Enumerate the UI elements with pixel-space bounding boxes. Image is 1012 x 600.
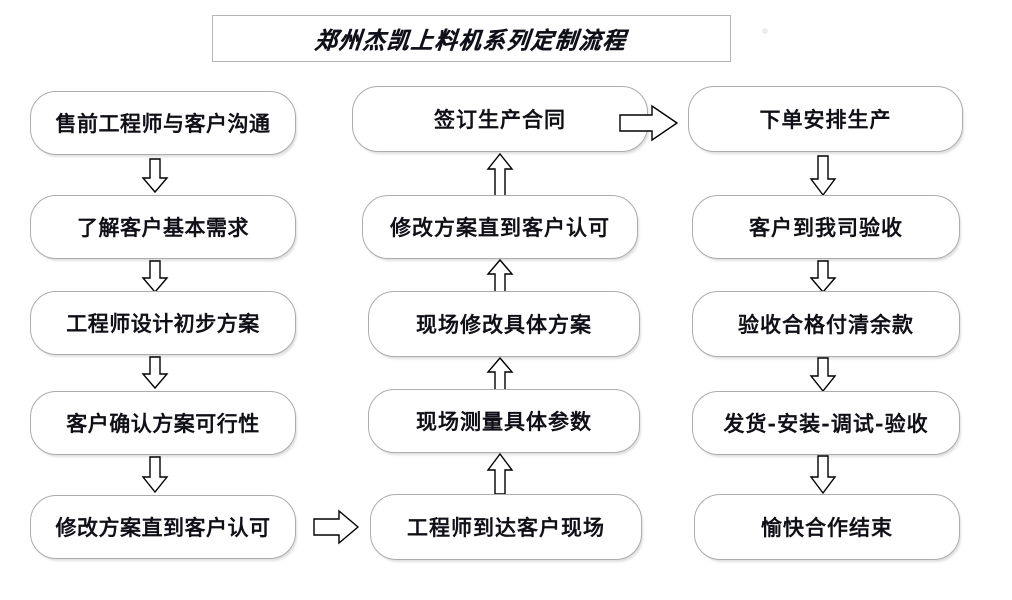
arrow-down-right-2	[808, 260, 838, 294]
arrow-down-left-2	[140, 260, 170, 294]
node-left-4[interactable]: 客户确认方案可行性	[30, 391, 296, 455]
node-right-3[interactable]: 验收合格付清余款	[692, 291, 960, 357]
node-label: 修改方案直到客户认可	[390, 214, 610, 240]
node-middle-4[interactable]: 现场测量具体参数	[368, 389, 640, 453]
node-middle-5[interactable]: 工程师到达客户现场	[370, 494, 642, 560]
node-middle-3[interactable]: 现场修改具体方案	[368, 291, 640, 357]
title-banner: 郑州杰凯上料机系列定制流程	[212, 15, 731, 62]
node-label: 愉快合作结束	[761, 514, 893, 540]
node-label: 客户确认方案可行性	[66, 410, 260, 436]
node-label: 签订生产合同	[434, 106, 566, 132]
node-label: 修改方案直到客户认可	[55, 514, 271, 540]
arrow-up-middle-3	[485, 356, 515, 392]
node-middle-1[interactable]: 签订生产合同	[352, 86, 648, 152]
node-label: 工程师到达客户现场	[407, 514, 605, 540]
watermark-dot	[762, 28, 768, 34]
arrow-down-right-1	[808, 155, 838, 197]
arrow-right-left-to-middle	[313, 508, 361, 546]
node-label: 了解客户基本需求	[77, 214, 249, 240]
node-label: 现场修改具体方案	[416, 311, 592, 337]
arrow-down-left-4	[140, 456, 170, 494]
node-right-4[interactable]: 发货-安装-调试-验收	[692, 391, 960, 455]
node-left-2[interactable]: 了解客户基本需求	[30, 195, 296, 259]
node-label: 发货-安装-调试-验收	[723, 410, 929, 436]
node-label: 工程师设计初步方案	[66, 310, 260, 336]
node-label: 验收合格付清余款	[738, 311, 914, 337]
node-right-5[interactable]: 愉快合作结束	[694, 494, 960, 560]
arrow-up-middle-1	[485, 152, 515, 198]
node-right-1[interactable]: 下单安排生产	[688, 86, 963, 152]
page-title: 郑州杰凯上料机系列定制流程	[313, 26, 629, 55]
arrow-down-right-3	[808, 357, 838, 393]
node-right-2[interactable]: 客户到我司验收	[692, 195, 960, 259]
arrow-down-right-4	[808, 455, 838, 495]
arrow-right-middle-to-right	[618, 103, 680, 143]
node-label: 客户到我司验收	[749, 214, 903, 240]
arrow-down-left-3	[140, 356, 170, 390]
node-label: 现场测量具体参数	[416, 408, 592, 434]
node-label: 下单安排生产	[759, 106, 892, 132]
arrow-up-middle-4	[485, 452, 515, 496]
node-middle-2[interactable]: 修改方案直到客户认可	[362, 195, 638, 259]
node-left-1[interactable]: 售前工程师与客户沟通	[30, 91, 296, 155]
arrow-down-left-1	[140, 158, 170, 194]
node-left-5[interactable]: 修改方案直到客户认可	[30, 495, 296, 559]
node-left-3[interactable]: 工程师设计初步方案	[30, 291, 296, 355]
node-label: 售前工程师与客户沟通	[55, 110, 271, 136]
